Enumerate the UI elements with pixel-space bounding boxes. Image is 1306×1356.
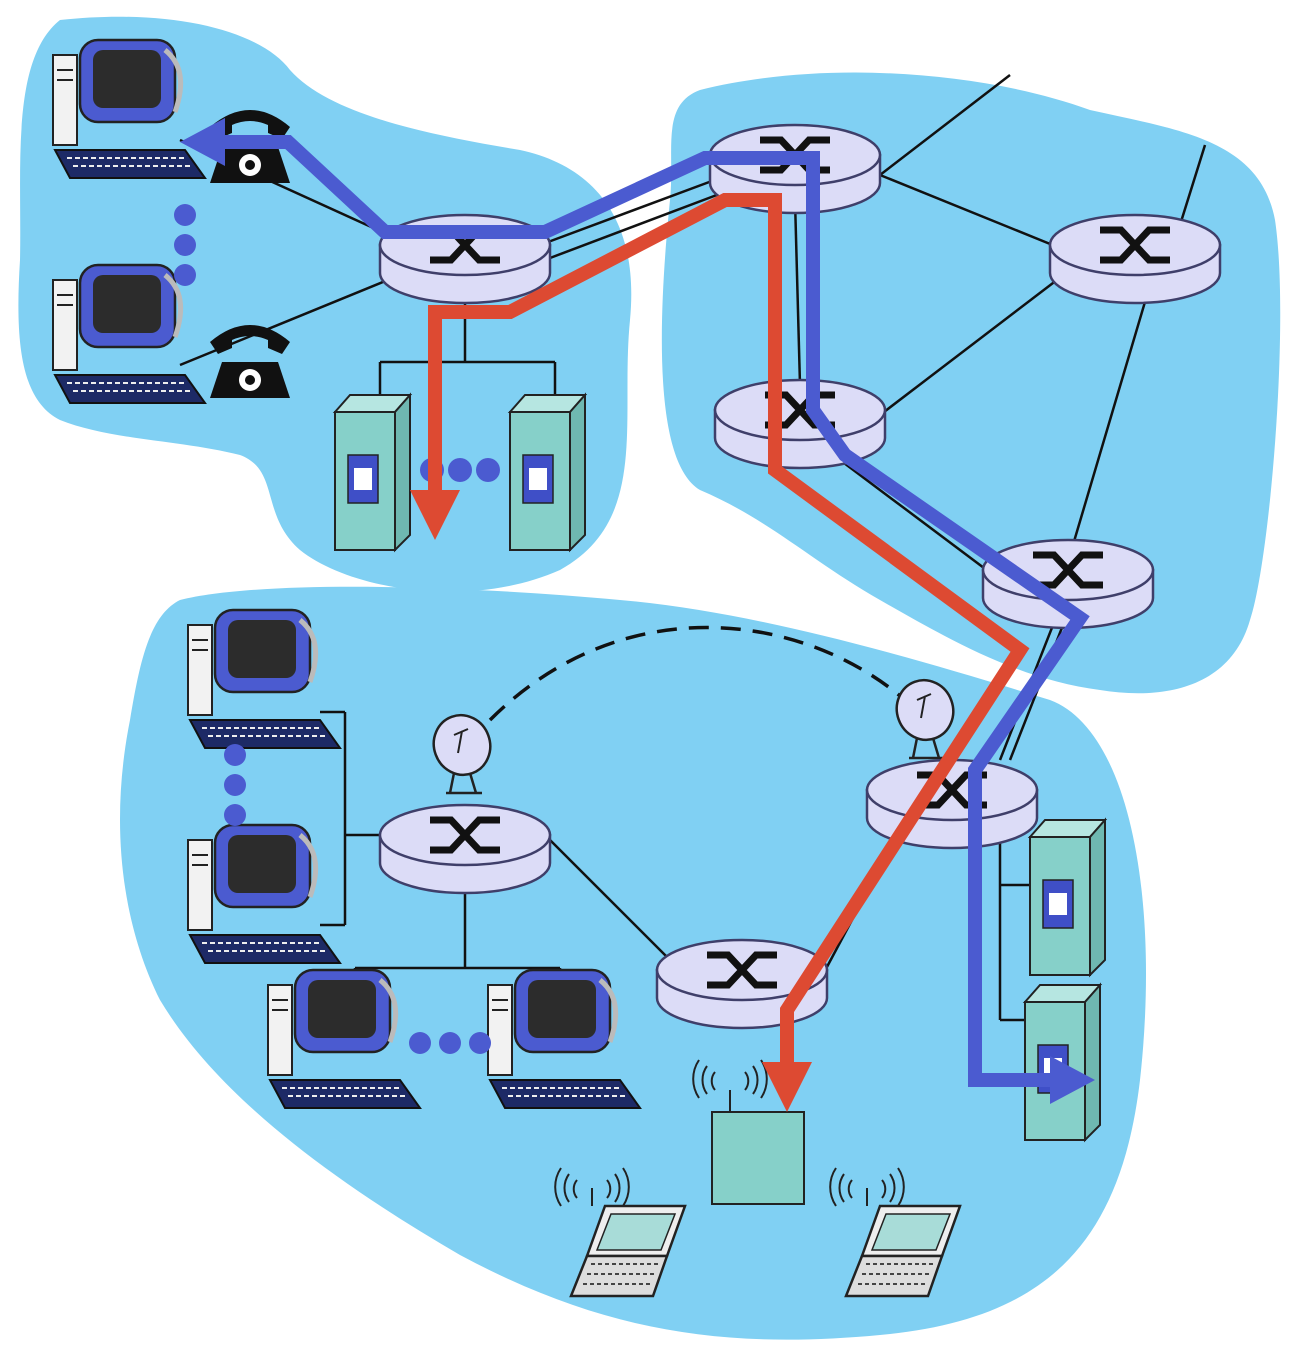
server-icon xyxy=(509,394,586,551)
red-path xyxy=(410,193,1030,1112)
router-core-right xyxy=(1050,215,1220,303)
satellite-link xyxy=(488,625,907,722)
router-edge-bottom-left xyxy=(380,805,550,893)
server-icon xyxy=(1029,819,1106,976)
ellipsis-dots xyxy=(174,204,500,1054)
server-icon xyxy=(1024,984,1101,1141)
blue-path xyxy=(180,118,1095,1104)
server-icon xyxy=(334,394,411,551)
router-core-middle xyxy=(715,380,885,468)
wireless-access-point-icon xyxy=(692,1059,805,1205)
